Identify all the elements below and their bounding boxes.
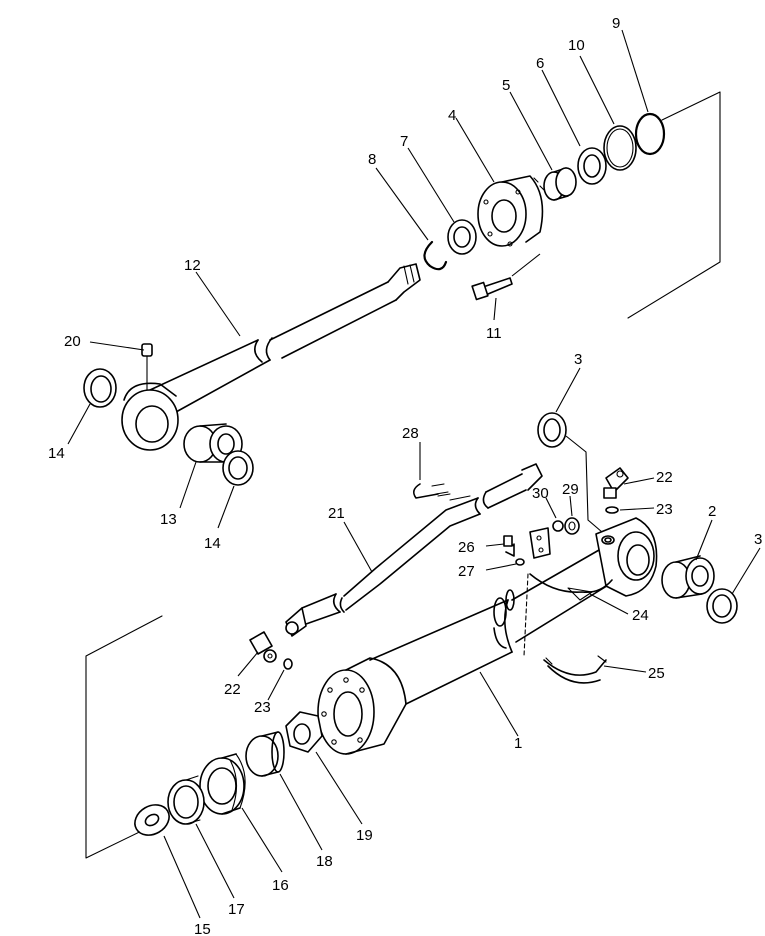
- clamp-25: [543, 655, 607, 684]
- cylinder-tube-1: [317, 517, 658, 755]
- label-23-upper: 23: [656, 501, 673, 518]
- cylinder-head-4: [477, 175, 545, 247]
- label-1: 1: [514, 735, 522, 752]
- tube-21: [285, 463, 543, 637]
- dust-seal-3-right: [706, 588, 738, 624]
- label-21: 21: [328, 505, 345, 522]
- label-14-right: 14: [204, 535, 221, 552]
- label-9: 9: [612, 15, 620, 32]
- label-17: 17: [228, 901, 245, 918]
- label-20: 20: [64, 333, 81, 350]
- label-5: 5: [502, 77, 510, 94]
- piston-16: [199, 753, 246, 815]
- label-8: 8: [368, 151, 376, 168]
- label-12: 12: [184, 257, 201, 274]
- label-25: 25: [648, 665, 665, 682]
- elbow-fitting-22-upper: [603, 467, 629, 499]
- label-10: 10: [568, 37, 585, 54]
- dust-seal-3-top: [537, 412, 603, 533]
- label-14-left: 14: [48, 445, 65, 462]
- label-6: 6: [536, 55, 544, 72]
- part-labels: 9 10 6 5 4 7 8 12 11 20 14 13 14 3 28 21…: [48, 15, 762, 936]
- washer-27: [515, 558, 525, 566]
- label-16: 16: [272, 877, 289, 894]
- bolt-11: [471, 253, 541, 301]
- label-3-right: 3: [754, 531, 762, 548]
- piston-rod-12: [121, 263, 421, 451]
- label-22-upper: 22: [656, 469, 673, 486]
- u-bolt-28: [412, 483, 471, 501]
- label-19: 19: [356, 827, 373, 844]
- piston-nut-19: [285, 711, 323, 753]
- label-27: 27: [458, 563, 475, 580]
- label-24: 24: [632, 607, 649, 624]
- bracket-plate: [529, 527, 551, 559]
- label-3-top: 3: [574, 351, 582, 368]
- dust-seal-14-left: [83, 368, 117, 408]
- snap-ring-8: [423, 240, 448, 271]
- spacer-29: [564, 517, 580, 535]
- dust-seal-14-right: [222, 450, 254, 486]
- label-30: 30: [532, 485, 549, 502]
- bushing-5: [543, 167, 577, 201]
- upper-group-bracket: [627, 91, 721, 319]
- label-11: 11: [486, 325, 502, 342]
- piston-ring-18: [245, 731, 285, 777]
- label-26: 26: [458, 539, 475, 556]
- label-4: 4: [448, 107, 456, 124]
- label-22-lower: 22: [224, 681, 241, 698]
- cushion-ring-17: [167, 775, 205, 825]
- o-ring-9: [634, 112, 666, 156]
- bolt-26: [503, 535, 515, 557]
- o-ring-23-upper: [605, 506, 619, 514]
- nut-30: [552, 520, 564, 532]
- label-7: 7: [400, 133, 408, 150]
- label-15: 15: [194, 921, 211, 936]
- label-18: 18: [316, 853, 333, 870]
- elbow-fitting-22-lower: [249, 631, 277, 663]
- label-29: 29: [562, 481, 579, 498]
- o-ring-23-lower: [283, 658, 293, 670]
- leader-lines: [67, 29, 761, 919]
- washer-15: [134, 804, 170, 836]
- backup-ring-10: [603, 125, 637, 171]
- lower-group-bracket: [85, 615, 163, 859]
- bushing-7: [447, 219, 477, 255]
- label-23-lower: 23: [254, 699, 271, 716]
- label-28: 28: [402, 425, 419, 442]
- clamp-band-24: [523, 573, 613, 657]
- bushing-2: [661, 555, 715, 599]
- label-13: 13: [160, 511, 177, 528]
- rod-packing-6: [577, 147, 607, 185]
- label-2: 2: [708, 503, 716, 520]
